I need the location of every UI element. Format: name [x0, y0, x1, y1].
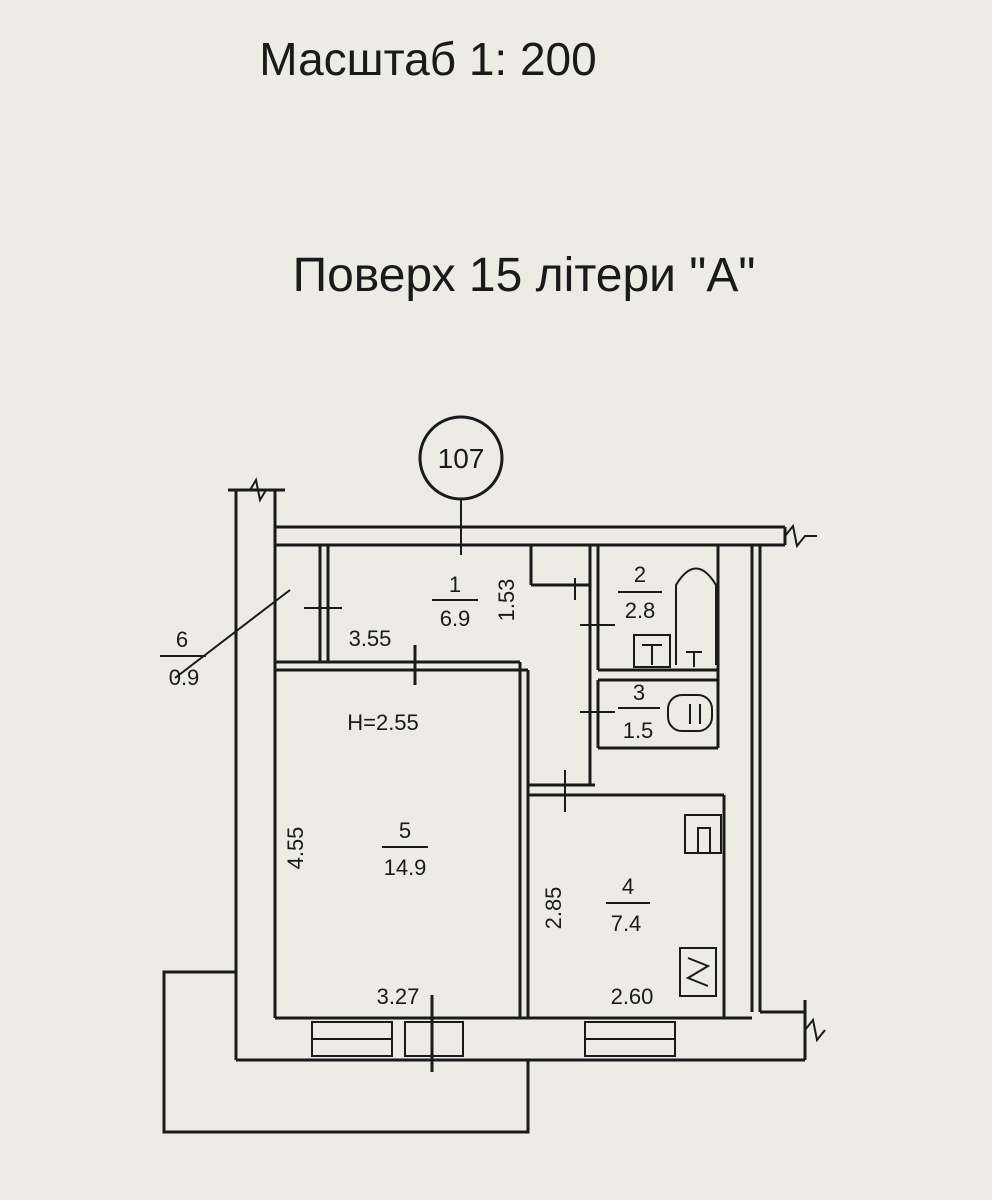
apartment-number: 107 — [438, 443, 485, 474]
room-6-number: 6 — [176, 627, 188, 652]
room-2-number: 2 — [634, 562, 646, 587]
dim-327: 3.27 — [377, 984, 420, 1009]
dim-455: 4.55 — [283, 827, 308, 870]
room-5-area: 14.9 — [384, 855, 427, 880]
room-2-area: 2.8 — [625, 598, 656, 623]
dim-355: 3.55 — [349, 626, 392, 651]
room-3-number: 3 — [633, 680, 645, 705]
room-1-area: 6.9 — [440, 606, 471, 631]
dim-153: 1.53 — [494, 579, 519, 622]
room-6-area: 0.9 — [169, 665, 200, 690]
room-4-area: 7.4 — [611, 911, 642, 936]
floor-label: Поверх 15 літери "А" — [292, 249, 756, 302]
room-1-number: 1 — [449, 572, 461, 597]
room-4-number: 4 — [622, 874, 634, 899]
ceiling-height: H=2.55 — [347, 710, 419, 735]
dim-285: 2.85 — [541, 887, 566, 930]
scale-label: Масштаб 1: 200 — [259, 33, 597, 85]
room-3-area: 1.5 — [623, 718, 654, 743]
dim-260: 2.60 — [611, 984, 654, 1009]
room-5-number: 5 — [399, 818, 411, 843]
